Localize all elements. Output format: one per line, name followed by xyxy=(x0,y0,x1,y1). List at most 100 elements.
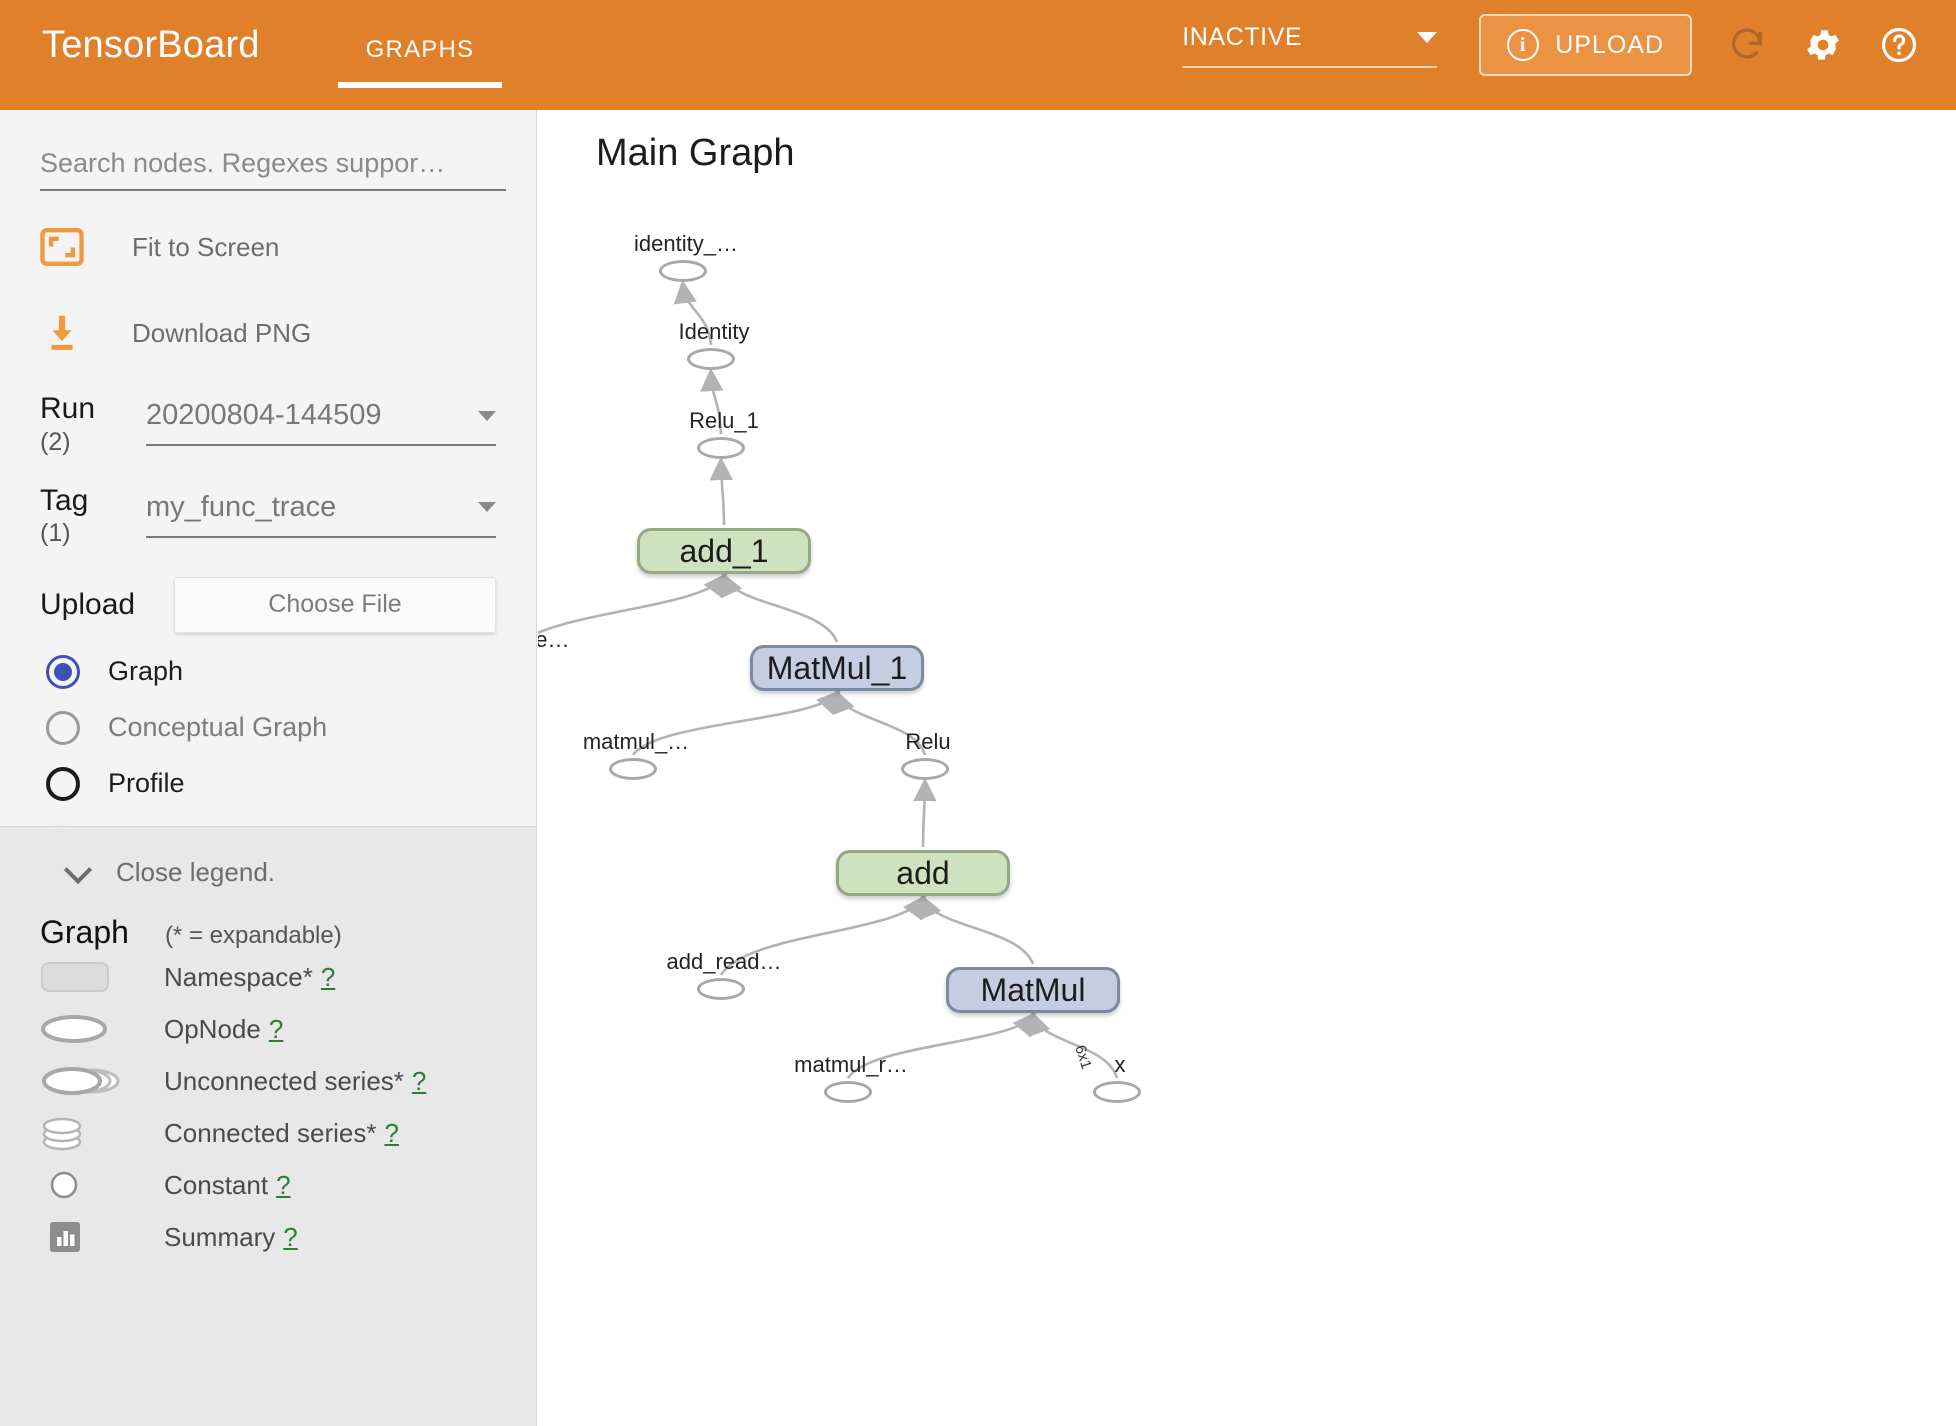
graph-edge xyxy=(832,689,927,756)
close-legend-label: Close legend. xyxy=(116,857,275,887)
graph-node-matmul_read[interactable]: matmul_r… xyxy=(794,1052,908,1103)
graph-node-MatMul[interactable]: MatMul xyxy=(946,967,1120,1013)
radio-conceptual-graph[interactable]: Conceptual Graph xyxy=(40,710,496,745)
radio-graph[interactable]: Graph xyxy=(40,654,496,689)
download-png-button[interactable]: Download PNG xyxy=(40,303,496,363)
run-field: Run (2) 20200804-144509 xyxy=(40,393,496,455)
legend-item-namespace: Namespace*? xyxy=(40,951,496,1003)
graph-node-MatMul_1[interactable]: MatMul_1 xyxy=(750,645,924,691)
tag-value: my_func_trace xyxy=(146,490,337,523)
help-link[interactable]: ? xyxy=(268,1013,284,1044)
graph-node-identity_out[interactable]: identity_… xyxy=(634,231,738,282)
upload-button-label: UPLOAD xyxy=(1555,30,1664,59)
graph-node-label: identity_… xyxy=(634,231,738,256)
legend-label-unconnected-series: Unconnected series* xyxy=(164,1065,404,1096)
graph-edge xyxy=(700,367,724,435)
graph-edge xyxy=(709,456,733,526)
legend-item-connected-series: Connected series*? xyxy=(40,1107,496,1159)
graph-edge xyxy=(1028,1011,1119,1079)
legend-label-opnode: OpNode xyxy=(164,1013,261,1044)
graph-node-matmul_read1[interactable]: matmul_… xyxy=(583,729,689,780)
upload-field: Upload Choose File xyxy=(40,576,496,633)
legend-item-constant: Constant? xyxy=(40,1159,496,1211)
constant-circle-icon xyxy=(40,1168,140,1202)
graph-node-Identity[interactable]: Identity xyxy=(679,319,749,370)
graph-edge xyxy=(673,279,713,346)
close-legend-button[interactable]: Close legend. xyxy=(40,855,496,888)
run-select[interactable]: 20200804-144509 xyxy=(146,399,496,446)
help-link[interactable]: ? xyxy=(320,961,336,992)
graph-node-Relu[interactable]: Relu xyxy=(901,729,951,780)
page-title: Main Graph xyxy=(596,132,795,174)
legend-header: Graph (* = expandable) xyxy=(40,914,496,951)
tag-select[interactable]: my_func_trace xyxy=(146,491,496,538)
tag-label: Tag xyxy=(40,483,89,517)
app-header: TensorBoard GRAPHS INACTIVE i UPLOAD xyxy=(0,0,1956,110)
upload-label: Upload xyxy=(40,587,136,621)
radio-conceptual-graph-label: Conceptual Graph xyxy=(108,712,328,742)
run-status-select[interactable]: INACTIVE xyxy=(1182,23,1438,68)
graph-node-label: Identity xyxy=(678,319,750,344)
connected-series-stack-icon xyxy=(40,1113,140,1153)
graph-edge xyxy=(846,1011,1037,1079)
graph-edge xyxy=(721,572,839,643)
legend-label-constant: Constant xyxy=(164,1169,269,1200)
legend-label-summary: Summary xyxy=(164,1221,276,1252)
legend-subtitle: (* = expandable) xyxy=(164,922,342,949)
graph-edge xyxy=(631,690,841,756)
help-link[interactable]: ? xyxy=(283,1221,298,1252)
info-circle-icon: i xyxy=(1507,29,1540,61)
download-icon xyxy=(40,313,96,353)
graph-edges: 6x1 xyxy=(538,279,1119,1079)
search-input[interactable] xyxy=(40,148,506,191)
namespace-rounded-rect-icon xyxy=(40,960,140,994)
chevron-down-icon xyxy=(1417,31,1438,43)
legend-title: Graph xyxy=(40,914,129,950)
help-link[interactable]: ? xyxy=(276,1169,291,1200)
graph-node-x[interactable]: x xyxy=(1093,1052,1141,1103)
upload-button[interactable]: i UPLOAD xyxy=(1479,14,1692,76)
graph-edge xyxy=(913,777,937,848)
help-circle-icon[interactable] xyxy=(1878,24,1920,66)
run-count: (2) xyxy=(40,427,71,456)
graph-node-label: add_read… xyxy=(666,949,782,974)
help-link[interactable]: ? xyxy=(384,1117,399,1148)
radio-profile[interactable]: Profile xyxy=(40,766,496,801)
settings-gear-icon[interactable] xyxy=(1802,24,1844,66)
tag-field: Tag (1) my_func_trace xyxy=(40,485,496,547)
graph-node-label: add_1_re… xyxy=(538,627,570,652)
help-link[interactable]: ? xyxy=(411,1065,427,1096)
unconnected-series-icon xyxy=(40,1064,140,1098)
chevron-down-icon xyxy=(478,502,496,513)
graph-node-add[interactable]: add xyxy=(836,850,1010,896)
graph-node-label: matmul_… xyxy=(582,729,690,754)
graph-node-label: Relu xyxy=(905,729,951,754)
fit-to-screen-button[interactable]: Fit to Screen xyxy=(40,217,496,277)
choose-file-button[interactable]: Choose File xyxy=(174,576,496,633)
fit-to-screen-label: Fit to Screen xyxy=(132,231,280,262)
nav-tabs: GRAPHS xyxy=(337,30,503,110)
refresh-icon[interactable] xyxy=(1726,24,1768,66)
opnode-ellipse-icon xyxy=(40,1012,140,1046)
graph-node-label: add xyxy=(896,854,950,891)
tab-graphs[interactable]: GRAPHS xyxy=(337,30,503,110)
graph-node-label: x xyxy=(1114,1052,1126,1077)
legend-item-unconnected-series: Unconnected series*? xyxy=(40,1055,496,1107)
radio-conceptual-graph-indicator xyxy=(46,710,80,745)
radio-graph-indicator xyxy=(46,654,80,689)
graph-node-label: matmul_r… xyxy=(794,1052,908,1077)
graph-node-label: MatMul_1 xyxy=(766,649,908,686)
graph-edge xyxy=(538,572,728,635)
graph-edge xyxy=(919,894,1035,965)
graph-node-add_read[interactable]: add_read… xyxy=(667,949,781,1000)
run-value: 20200804-144509 xyxy=(146,399,382,431)
radio-profile-label: Profile xyxy=(108,768,185,798)
chevron-down-icon xyxy=(63,855,93,884)
graph-node-add_1[interactable]: add_1 xyxy=(637,528,811,574)
graph-node-Relu_1[interactable]: Relu_1 xyxy=(689,408,759,459)
radio-profile-indicator xyxy=(46,766,80,801)
fit-to-screen-icon xyxy=(40,228,96,266)
graph-edge xyxy=(719,894,927,976)
radio-graph-label: Graph xyxy=(108,656,184,686)
